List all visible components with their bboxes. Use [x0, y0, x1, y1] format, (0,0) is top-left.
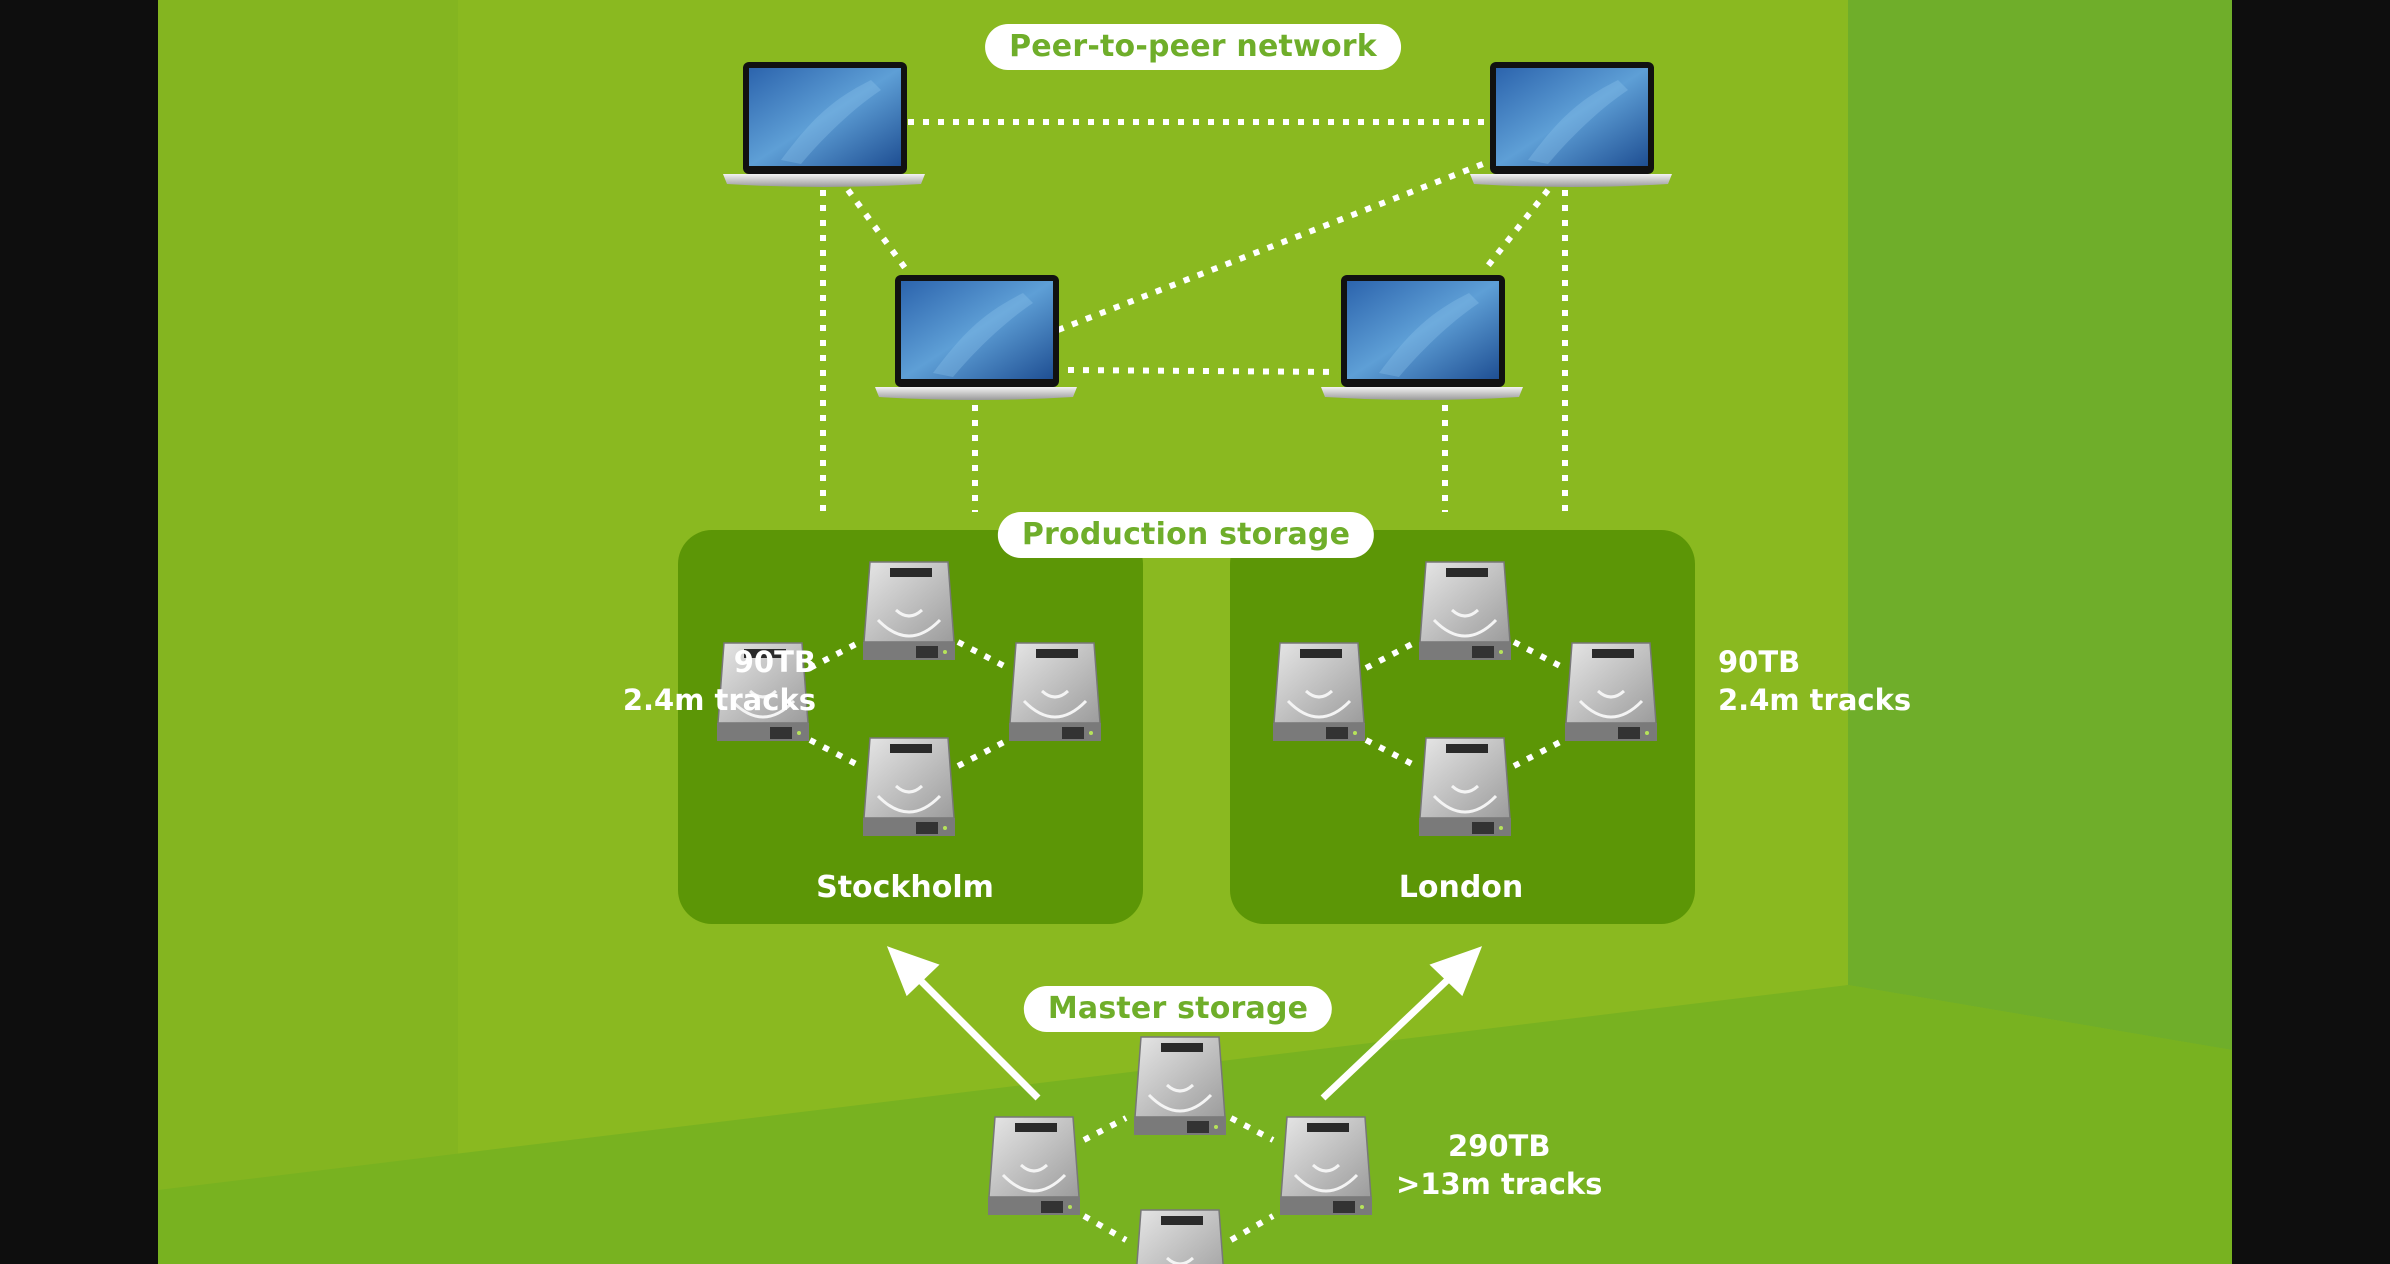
laptop-icon: [721, 62, 927, 194]
master-drive: [1131, 1035, 1229, 1143]
storage-drive: [860, 736, 958, 844]
london-capacity: 90TB: [1718, 645, 1801, 679]
arrow-up-icon: [1429, 946, 1483, 997]
arrow-up-icon: [886, 946, 940, 997]
background: [158, 0, 2232, 1264]
hard-drive-icon: [1562, 642, 1660, 749]
peer-laptop: [873, 273, 1079, 407]
hard-drive-icon: [1270, 642, 1368, 749]
hard-drive-icon: [1131, 1036, 1229, 1143]
master-stats: 290TB >13m tracks: [1396, 1127, 1602, 1203]
master-drive: [1277, 1115, 1375, 1223]
laptop-icon: [873, 275, 1079, 407]
storage-drive: [1562, 641, 1660, 749]
hard-drive-icon: [985, 1116, 1083, 1223]
master-capacity: 290TB: [1448, 1129, 1551, 1163]
master-tracks: >13m tracks: [1396, 1167, 1603, 1201]
stockholm-label: Stockholm: [816, 870, 994, 905]
hard-drive-icon: [860, 737, 958, 844]
peer-laptop: [1468, 60, 1674, 194]
peer-laptop: [1319, 273, 1525, 407]
hard-drive-icon: [1277, 1116, 1375, 1223]
stockholm-tracks: 2.4m tracks: [622, 683, 816, 717]
master-drive: [1131, 1208, 1229, 1264]
storage-drive: [1270, 641, 1368, 749]
hard-drive-icon: [1416, 737, 1514, 844]
p2p-link: [1056, 159, 1490, 333]
master-storage-label: Master storage: [1023, 986, 1333, 1032]
production-storage-label: Production storage: [997, 512, 1375, 558]
hard-drive-icon: [714, 642, 812, 749]
storage-drive: [860, 560, 958, 668]
hard-drive-icon: [1006, 642, 1104, 749]
london-tracks: 2.4m tracks: [1718, 683, 1912, 717]
laptop-icon: [1319, 275, 1525, 407]
p2p-link: [1480, 188, 1551, 274]
diagram-canvas: Peer-to-peer network Production storage …: [158, 0, 2232, 1264]
storage-drive: [1416, 736, 1514, 844]
storage-drive: [714, 641, 812, 749]
peer-laptop: [721, 60, 927, 194]
stockholm-capacity: 90TB: [733, 645, 816, 679]
london-stats: 90TB 2.4m tracks: [1718, 643, 1911, 719]
hard-drive-icon: [860, 561, 958, 668]
storage-drive: [1006, 641, 1104, 749]
hard-drive-icon: [1416, 561, 1514, 668]
connection-layer: [808, 119, 1568, 1243]
replication-arrow-london: [1320, 967, 1461, 1101]
p2p-network-label: Peer-to-peer network: [985, 24, 1401, 70]
p2p-link: [845, 188, 911, 274]
laptop-icon: [1468, 62, 1674, 194]
london-label: London: [1398, 870, 1524, 905]
replication-arrow-stockholm: [907, 967, 1041, 1101]
stockholm-stats: 90TB 2.4m tracks: [623, 643, 816, 719]
p2p-link: [1067, 367, 1339, 375]
master-drive: [985, 1115, 1083, 1223]
storage-drive: [1416, 560, 1514, 668]
